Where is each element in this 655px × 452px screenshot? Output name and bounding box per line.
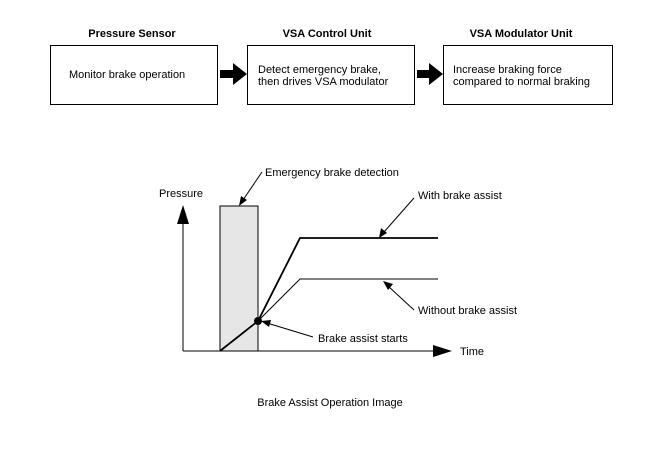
figure-caption: Brake Assist Operation Image bbox=[257, 397, 403, 409]
pressure-sensor-box: Monitor brake operation bbox=[50, 45, 218, 105]
without-assist-leader bbox=[383, 281, 415, 311]
vsa-control-unit-text: Detect emergency brake, then drives VSA … bbox=[258, 64, 389, 88]
vsa-modulator-unit-title: VSA Modulator Unit bbox=[469, 28, 573, 40]
with-brake-assist-label: With brake assist bbox=[418, 190, 502, 202]
vsa-control-unit-box: Detect emergency brake, then drives VSA … bbox=[247, 45, 415, 105]
with-brake-assist-curve bbox=[219, 237, 438, 352]
y-axis-label: Pressure bbox=[159, 188, 203, 200]
vsa-modulator-unit-box: Increase braking force compared to norma… bbox=[443, 45, 613, 105]
with-assist-leader bbox=[379, 197, 415, 238]
without-brake-assist-curve bbox=[257, 278, 438, 322]
flow-arrow-2 bbox=[417, 63, 443, 85]
emergency-detection-label: Emergency brake detection bbox=[265, 167, 399, 179]
pressure-sensor-title: Pressure Sensor bbox=[88, 28, 176, 40]
flow-arrow-1 bbox=[220, 63, 247, 85]
brake-assist-starts-label: Brake assist starts bbox=[318, 333, 408, 345]
vsa-modulator-unit-text: Increase braking force compared to norma… bbox=[453, 64, 590, 88]
y-axis bbox=[177, 205, 189, 351]
pressure-sensor-text: Monitor brake operation bbox=[69, 69, 186, 81]
assist-starts-leader bbox=[261, 320, 314, 338]
x-axis bbox=[183, 345, 452, 357]
emergency-leader bbox=[239, 171, 263, 206]
vsa-control-unit-title: VSA Control Unit bbox=[282, 28, 372, 40]
brake-assist-start-point bbox=[254, 317, 262, 325]
emergency-detection-band bbox=[219, 205, 259, 352]
without-brake-assist-label: Without brake assist bbox=[418, 305, 517, 317]
x-axis-label: Time bbox=[460, 346, 484, 358]
